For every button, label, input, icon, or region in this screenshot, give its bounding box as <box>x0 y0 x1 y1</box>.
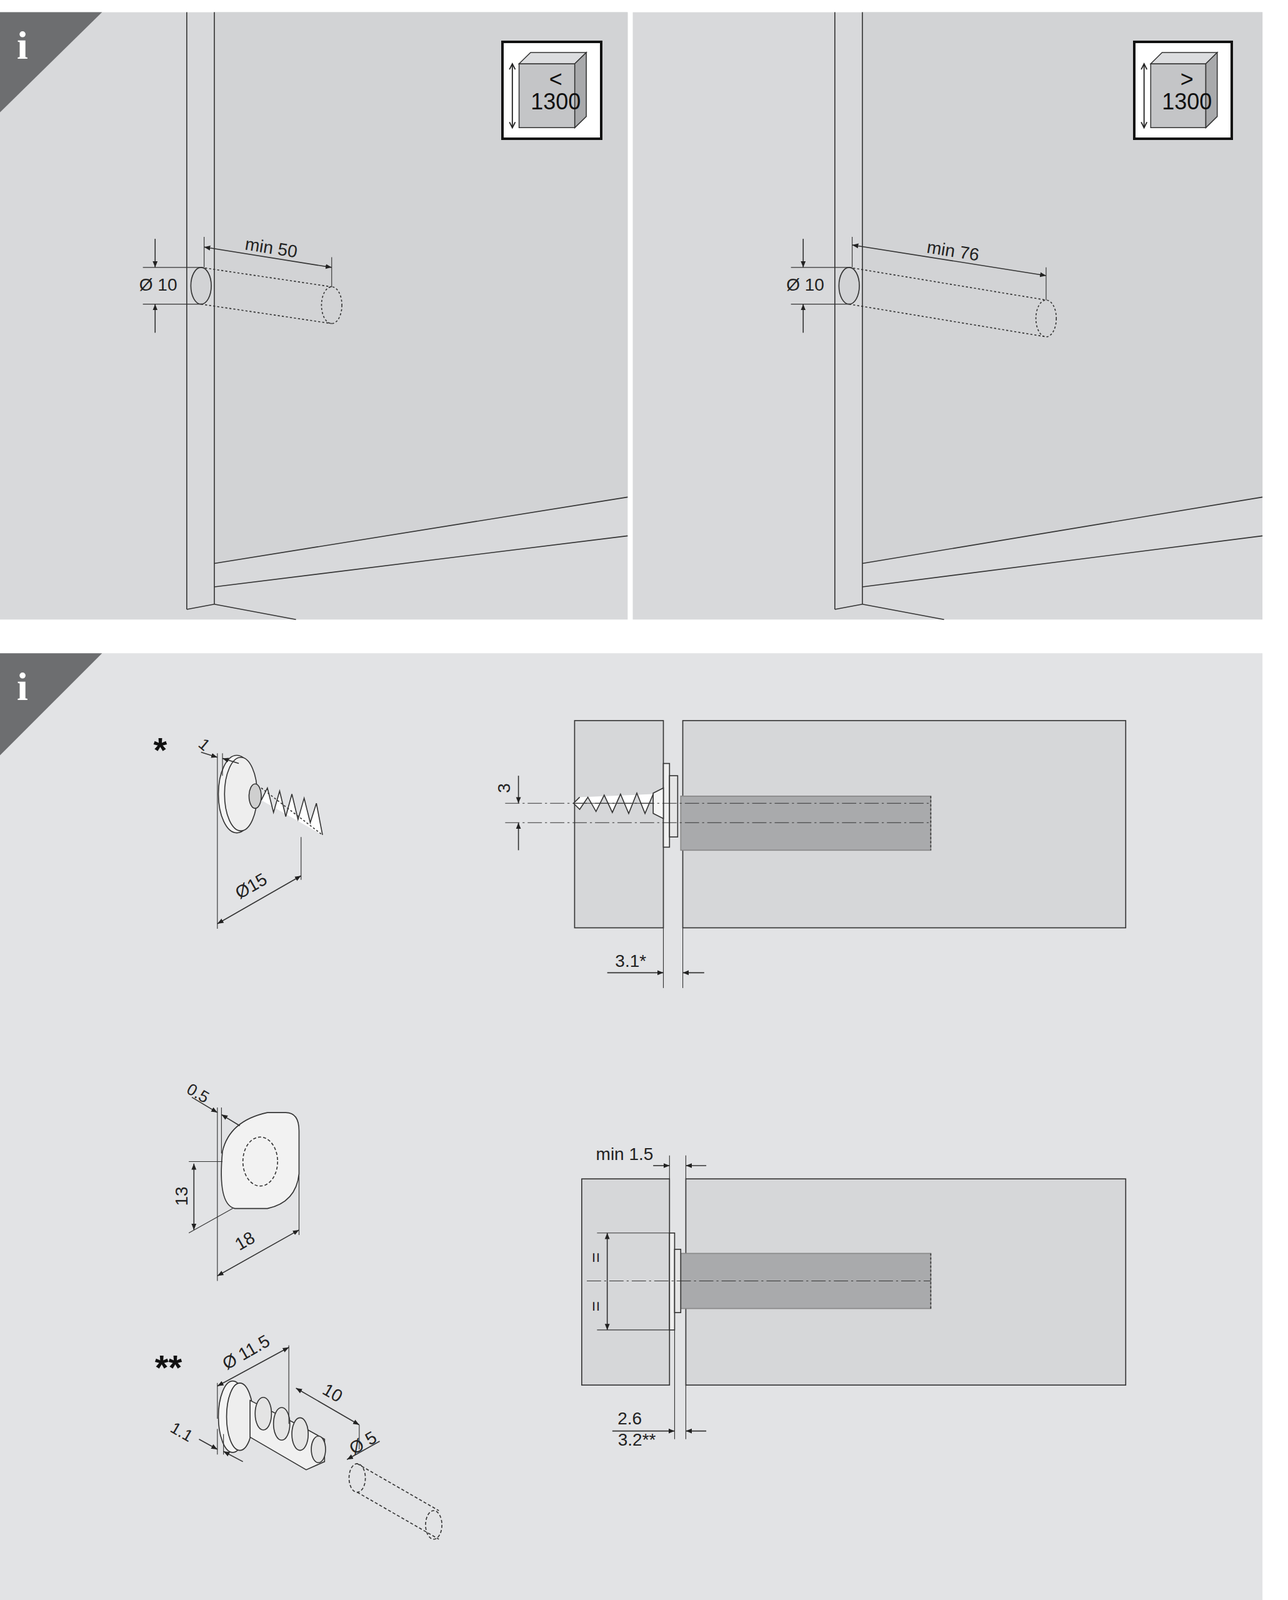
cabinet-height-icon: > 1300 <box>1133 40 1234 140</box>
footnote-mark: ** <box>154 1349 183 1385</box>
height-dimension: 13 <box>173 1186 191 1206</box>
cabinet-height-icon: < 1300 <box>501 40 603 140</box>
diameter-dimension: Ø 10 <box>139 276 178 294</box>
gap-dimension: min 1.5 <box>596 1145 654 1164</box>
equal-mark: = <box>587 1301 605 1312</box>
offset-dimension: 3 <box>495 783 514 794</box>
diameter-dimension: Ø 10 <box>786 276 825 294</box>
info-icon-letter: i <box>16 25 29 66</box>
gap-dimension: 2.6 <box>617 1409 642 1428</box>
height-limit-text: < 1300 <box>527 68 584 114</box>
gap-dimension: 3.2** <box>618 1431 657 1449</box>
info-icon-letter: i <box>16 666 29 707</box>
height-limit-text: > 1300 <box>1158 68 1215 114</box>
footnote-mark: * <box>153 732 167 768</box>
gap-dimension: 3.1* <box>614 952 647 970</box>
equal-mark: = <box>587 1252 605 1263</box>
